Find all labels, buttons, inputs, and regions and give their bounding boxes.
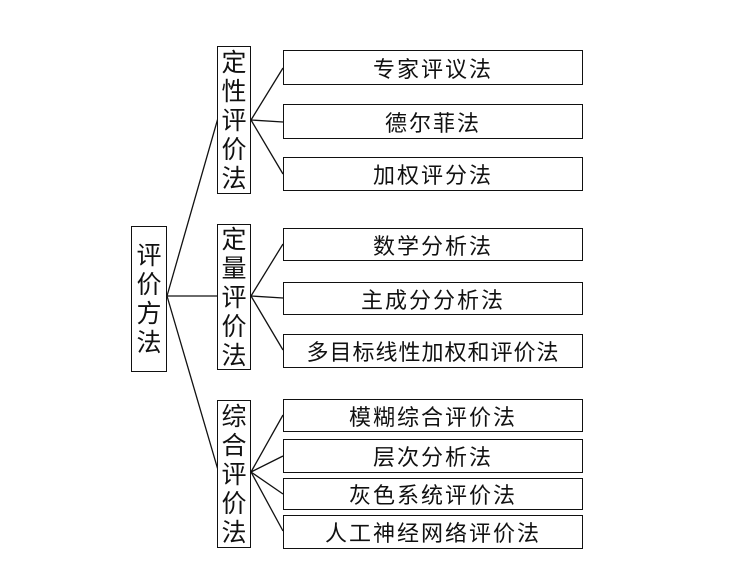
method-expert-review: 专家评议法 bbox=[283, 50, 583, 85]
method-fuzzy-comprehensive: 模糊综合评价法 bbox=[283, 399, 583, 432]
root-node: 评价方法 bbox=[131, 226, 167, 372]
connector-c-4 bbox=[250, 471, 284, 532]
group-qualitative: 定性评价法 bbox=[217, 46, 251, 194]
connector-root-qualitative bbox=[166, 117, 219, 297]
connector-q-1 bbox=[250, 67, 284, 121]
connector-c-3 bbox=[250, 471, 284, 495]
method-grey-system: 灰色系统评价法 bbox=[283, 478, 583, 510]
group-quantitative: 定量评价法 bbox=[217, 224, 251, 370]
group-comprehensive: 综合评价法 bbox=[217, 400, 251, 548]
method-ahp: 层次分析法 bbox=[283, 439, 583, 473]
connector-q-3 bbox=[250, 119, 284, 175]
connector-n-1 bbox=[250, 243, 284, 297]
method-multi-objective-weighted-sum: 多目标线性加权和评价法 bbox=[283, 334, 583, 368]
connector-root-comprehensive bbox=[166, 295, 219, 471]
method-weighted-scoring: 加权评分法 bbox=[283, 157, 583, 191]
method-neural-network: 人工神经网络评价法 bbox=[283, 515, 583, 549]
connector-q-2 bbox=[250, 119, 284, 123]
method-delphi: 德尔菲法 bbox=[283, 104, 583, 139]
connector-n-2 bbox=[250, 295, 284, 299]
connector-n-3 bbox=[250, 295, 284, 351]
method-pca: 主成分分析法 bbox=[283, 282, 583, 315]
connector-c-2 bbox=[250, 455, 284, 473]
connector-c-1 bbox=[250, 414, 284, 473]
method-math-analysis: 数学分析法 bbox=[283, 228, 583, 261]
